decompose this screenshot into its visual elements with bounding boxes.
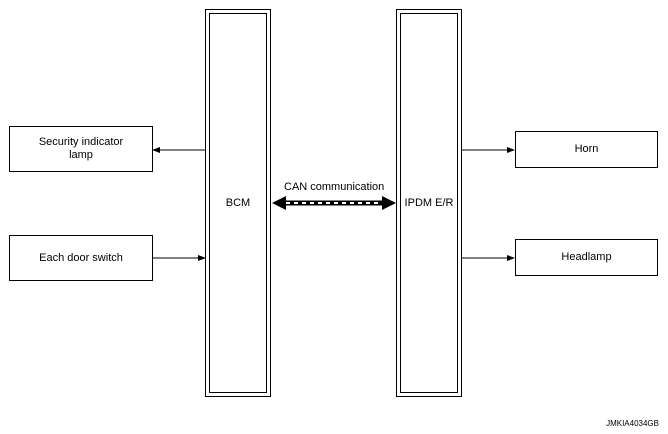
security-indicator-lamp-label: Security indicator lamp [38,136,124,161]
bcm-label: BCM [225,197,251,209]
headlamp-box: Headlamp [515,239,658,276]
figure-code: JMKIA4034GB [606,419,659,428]
horn-label: Horn [574,143,599,155]
ipdm-label: IPDM E/R [404,197,454,209]
can-communication-label: CAN communication [284,181,385,193]
ipdm-box: IPDM E/R [396,9,462,397]
can-communication-arrow [272,196,396,210]
bcm-box: BCM [205,9,271,397]
headlamp-label: Headlamp [561,251,612,263]
horn-box: Horn [515,131,658,168]
security-indicator-lamp-box: Security indicator lamp [9,126,153,172]
door-switch-box: Each door switch [9,235,153,281]
door-switch-label: Each door switch [39,251,123,264]
